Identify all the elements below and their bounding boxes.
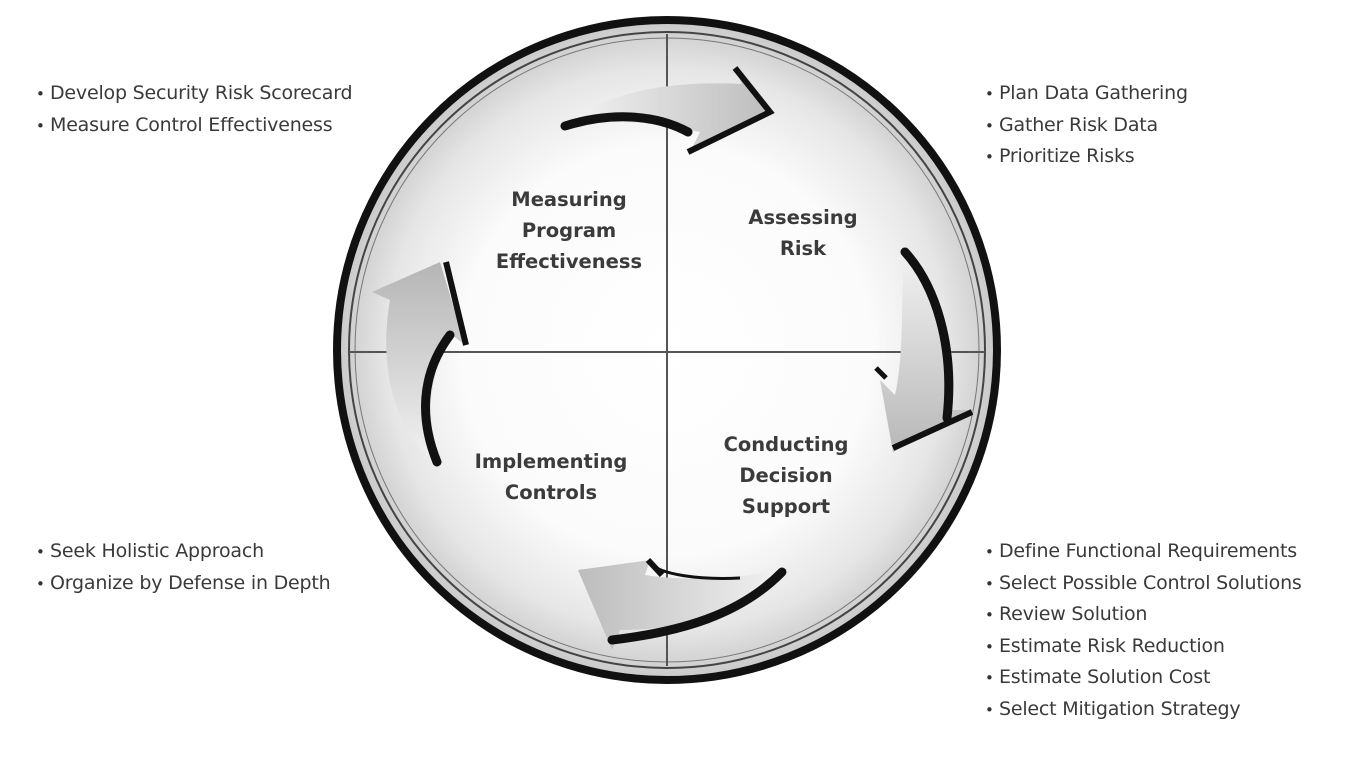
bullet-icon: •: [985, 700, 994, 719]
callout-assessing: •Plan Data Gathering •Gather Risk Data •…: [985, 78, 1188, 173]
callout-item: •Plan Data Gathering: [985, 78, 1188, 110]
stage-label-implementing: Implementing Controls: [474, 450, 628, 504]
callout-item: •Estimate Risk Reduction: [985, 631, 1302, 663]
bullet-icon: •: [985, 574, 994, 593]
arrow-to-decision-support-icon: [874, 247, 974, 452]
stage-label-assessing: Assessing Risk: [748, 206, 858, 260]
callout-implementing: •Seek Holistic Approach •Organize by Def…: [36, 536, 331, 599]
callout-item: •Gather Risk Data: [985, 110, 1188, 142]
bullet-icon: •: [985, 148, 994, 166]
arrow-to-implementing-icon: [578, 557, 787, 650]
callout-item: •Seek Holistic Approach: [36, 536, 331, 568]
callout-measuring: •Develop Security Risk Scorecard •Measur…: [36, 78, 353, 142]
quadrant-dividers: [349, 34, 985, 666]
callout-item: •Review Solution: [985, 599, 1302, 631]
bullet-icon: •: [985, 543, 994, 561]
callout-item: •Select Mitigation Strategy: [985, 694, 1302, 726]
callout-item: •Prioritize Risks: [985, 141, 1188, 173]
bullet-icon: •: [985, 669, 994, 687]
arrow-to-assessing-icon: [560, 66, 775, 155]
bullet-icon: •: [36, 543, 45, 561]
callout-item: •Estimate Solution Cost: [985, 662, 1302, 694]
bullet-icon: •: [985, 85, 994, 103]
callout-item: •Organize by Defense in Depth: [36, 568, 331, 600]
bullet-icon: •: [36, 116, 45, 135]
stage-label-decision-support: Conducting Decision Support: [723, 433, 849, 518]
callout-item: •Develop Security Risk Scorecard: [36, 78, 353, 110]
callout-item: •Define Functional Requirements: [985, 536, 1302, 568]
callout-item: •Select Possible Control Solutions: [985, 568, 1302, 600]
bullet-icon: •: [985, 637, 994, 656]
bullet-icon: •: [985, 116, 994, 135]
stage-label-measuring: Measuring Program Effectiveness: [495, 188, 643, 273]
bullet-icon: •: [36, 574, 45, 593]
bullet-icon: •: [36, 85, 45, 103]
arrow-to-measuring-icon: [372, 261, 469, 467]
callout-decision-support: •Define Functional Requirements •Select …: [985, 536, 1302, 725]
callout-item: •Measure Control Effectiveness: [36, 110, 352, 142]
bullet-icon: •: [985, 606, 994, 624]
